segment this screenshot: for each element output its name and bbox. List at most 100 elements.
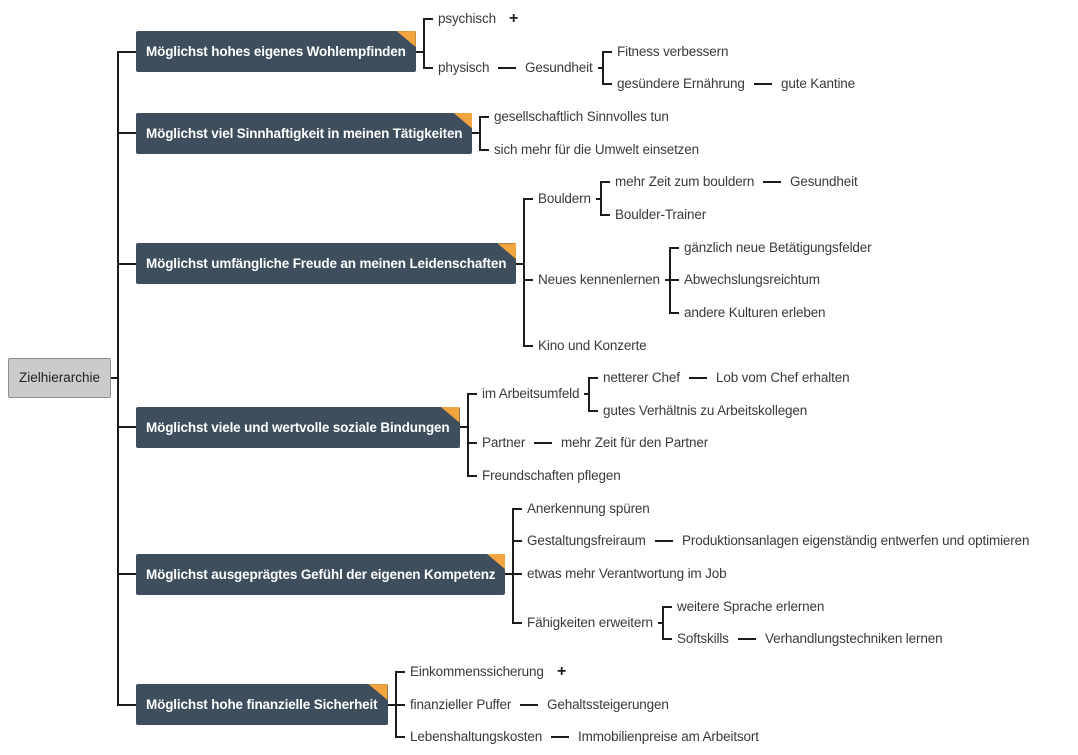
- connector-line: [588, 409, 598, 412]
- node-label: Bouldern: [538, 190, 591, 206]
- subgoal-node[interactable]: Gesundheit: [790, 173, 858, 191]
- expand-icon[interactable]: +: [557, 662, 567, 680]
- connector-line: [523, 279, 533, 282]
- goal-node[interactable]: Möglichst hohes eigenes Wohlempfinden: [136, 31, 416, 73]
- goal-node[interactable]: Möglichst viele und wertvolle soziale Bi…: [136, 406, 460, 448]
- connector-line: [596, 197, 602, 200]
- node-label: Möglichst ausgeprägtes Gefühl der eigene…: [146, 566, 496, 582]
- subgoal-node[interactable]: Immobilienpreise am Arbeitsort: [578, 728, 759, 746]
- node-label: finanzieller Puffer: [410, 696, 512, 712]
- connector-line: [588, 377, 598, 380]
- subgoal-node[interactable]: Freundschaften pflegen: [482, 467, 621, 485]
- connector-line: [738, 638, 756, 641]
- subgoal-node[interactable]: Fähigkeiten erweitern: [527, 614, 653, 632]
- node-label: Produktionsanlagen eigenständig entwerfe…: [682, 533, 1030, 549]
- subgoal-node[interactable]: finanzieller Puffer: [410, 696, 511, 714]
- node-label: Immobilienpreise am Arbeitsort: [578, 729, 759, 745]
- subgoal-node[interactable]: mehr Zeit für den Partner: [561, 434, 708, 452]
- node-label: sich mehr für die Umwelt einsetzen: [494, 141, 699, 157]
- connector-line: [598, 66, 604, 69]
- connector-line: [512, 507, 514, 625]
- goal-node[interactable]: Möglichst ausgeprägtes Gefühl der eigene…: [136, 553, 506, 595]
- subgoal-node[interactable]: netterer Chef: [603, 369, 680, 387]
- subgoal-node[interactable]: Verhandlungstechniken lernen: [765, 630, 943, 648]
- subgoal-node[interactable]: Softskills: [677, 630, 729, 648]
- subgoal-node[interactable]: Anerkennung spüren: [527, 500, 650, 518]
- subgoal-node[interactable]: Partner: [482, 434, 525, 452]
- subgoal-node[interactable]: mehr Zeit zum bouldern: [615, 173, 754, 191]
- subgoal-node[interactable]: Gestaltungsfreiraum: [527, 532, 646, 550]
- subgoal-node[interactable]: Neues kennenlernen: [538, 271, 660, 289]
- connector-line: [395, 703, 405, 706]
- node-label: im Arbeitsumfeld: [482, 386, 580, 402]
- node-label: Möglichst hohe finanzielle Sicherheit: [146, 697, 378, 713]
- subgoal-node[interactable]: Lebenshaltungskosten: [410, 728, 542, 746]
- subgoal-node[interactable]: Einkommenssicherung: [410, 663, 544, 681]
- subgoal-node[interactable]: physisch: [438, 59, 489, 77]
- node-label: Gesundheit: [525, 59, 593, 75]
- connector-line: [505, 573, 514, 576]
- subgoal-node[interactable]: Produktionsanlagen eigenständig entwerfe…: [682, 532, 1030, 550]
- node-label: gutes Verhältnis zu Arbeitskollegen: [603, 402, 808, 418]
- node-label: mehr Zeit für den Partner: [561, 435, 709, 451]
- node-label: Zielhierarchie: [19, 370, 101, 386]
- node-label: Gehaltssteigerungen: [547, 696, 669, 712]
- connector-line: [512, 622, 522, 625]
- connector-line: [523, 197, 525, 347]
- node-label: Verhandlungstechniken lernen: [765, 631, 943, 647]
- connector-line: [523, 197, 533, 200]
- subgoal-node[interactable]: gesündere Ernährung: [617, 75, 745, 93]
- connector-line: [479, 115, 481, 151]
- node-label: Kino und Konzerte: [538, 337, 647, 353]
- node-label: Boulder-Trainer: [615, 206, 707, 222]
- connector-line: [467, 475, 477, 478]
- connector-line: [512, 573, 522, 576]
- connector-line: [584, 393, 590, 396]
- subgoal-node[interactable]: gänzlich neue Betätigungsfelder: [684, 239, 872, 257]
- connector-line: [600, 181, 602, 216]
- node-label: Anerkennung spüren: [527, 500, 650, 516]
- subgoal-node[interactable]: Boulder-Trainer: [615, 206, 706, 224]
- node-label: Lebenshaltungskosten: [410, 729, 543, 745]
- connector-line: [118, 426, 136, 429]
- root-node[interactable]: Zielhierarchie: [8, 358, 112, 399]
- node-label: mehr Zeit zum bouldern: [615, 174, 755, 190]
- goal-node[interactable]: Möglichst umfängliche Freude an meinen L…: [136, 243, 517, 285]
- subgoal-node[interactable]: etwas mehr Verantwortung im Job: [527, 565, 727, 583]
- connector-line: [388, 703, 397, 706]
- connector-line: [600, 181, 610, 184]
- connector-line: [600, 213, 610, 216]
- node-label: Gestaltungsfreiraum: [527, 533, 646, 549]
- subgoal-node[interactable]: Lob vom Chef erhalten: [716, 369, 850, 387]
- subgoal-node[interactable]: im Arbeitsumfeld: [482, 385, 580, 403]
- node-label: gänzlich neue Betätigungsfelder: [684, 239, 872, 255]
- connector-line: [669, 279, 679, 282]
- node-label: Neues kennenlernen: [538, 272, 660, 288]
- subgoal-node[interactable]: Gesundheit: [525, 59, 593, 77]
- expand-icon[interactable]: +: [509, 9, 519, 27]
- connector-line: [669, 311, 679, 314]
- goal-node[interactable]: Möglichst viel Sinnhaftigkeit in meinen …: [136, 112, 473, 154]
- subgoal-node[interactable]: gesellschaftlich Sinnvolles tun: [494, 108, 669, 126]
- goal-node[interactable]: Möglichst hohe finanzielle Sicherheit: [136, 684, 388, 726]
- subgoal-node[interactable]: Abwechslungsreichtum: [684, 271, 820, 289]
- subgoal-node[interactable]: sich mehr für die Umwelt einsetzen: [494, 141, 699, 159]
- connector-line: [763, 181, 781, 184]
- subgoal-node[interactable]: weitere Sprache erlernen: [677, 598, 824, 616]
- subgoal-node[interactable]: psychisch: [438, 10, 496, 28]
- connector-line: [523, 344, 533, 347]
- subgoal-node[interactable]: gute Kantine: [781, 75, 855, 93]
- connector-line: [472, 132, 481, 135]
- connector-line: [534, 442, 552, 445]
- subgoal-node[interactable]: Gehaltssteigerungen: [547, 696, 669, 714]
- subgoal-node[interactable]: Bouldern: [538, 190, 591, 208]
- connector-line: [689, 377, 707, 380]
- subgoal-node[interactable]: gutes Verhältnis zu Arbeitskollegen: [603, 402, 807, 420]
- subgoal-node[interactable]: Kino und Konzerte: [538, 337, 647, 355]
- connector-line: [479, 115, 489, 118]
- connector-line: [655, 540, 673, 543]
- node-label: gesündere Ernährung: [617, 76, 745, 92]
- subgoal-node[interactable]: Fitness verbessern: [617, 43, 729, 61]
- subgoal-node[interactable]: andere Kulturen erleben: [684, 304, 826, 322]
